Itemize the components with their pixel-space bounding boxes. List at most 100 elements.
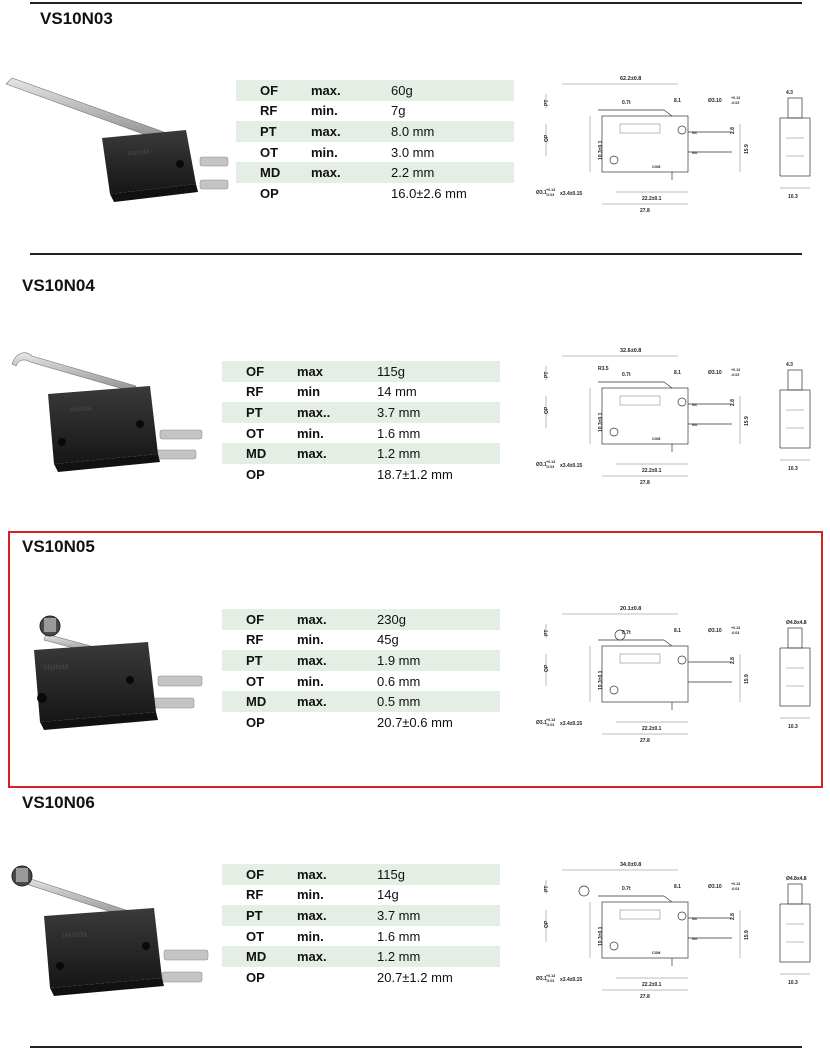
dimension-label: OP (544, 664, 550, 672)
switch-body-outline (601, 901, 689, 959)
spec-param: RF (260, 103, 278, 119)
spec-value: 0.6 mm (377, 673, 421, 689)
lever-line (663, 639, 673, 647)
dimension-label: -0.03 (731, 631, 739, 635)
spec-value: 18.7±1.2 mm (377, 466, 453, 482)
dimension-label: NO (692, 937, 698, 941)
dimension-label: 0.7t (622, 886, 631, 892)
spec-value: 8.0 mm (391, 123, 435, 139)
spec-qualifier: max.. (297, 404, 331, 420)
section-divider (30, 253, 802, 255)
dimension-label: 15.9 (744, 674, 750, 684)
spec-row-pt: PT max. 8.0 mm (236, 121, 514, 142)
dimension-label: x3.4±0.15 (560, 977, 582, 983)
dimension-label: 15.9 (744, 416, 750, 426)
spec-param: MD (246, 694, 267, 710)
selected-product-frame (8, 531, 823, 788)
spec-qualifier: min. (297, 887, 324, 903)
spec-value: 14 mm (377, 384, 417, 400)
svg-text:Hsinda: Hsinda (70, 405, 92, 414)
spec-value: 1.6 mm (377, 928, 421, 944)
spec-value: 1.9 mm (377, 652, 421, 668)
dimension-label: 10.3±0.1 (598, 140, 604, 160)
spec-param: RF (246, 384, 264, 400)
svg-text:Hsinda: Hsinda (62, 929, 88, 940)
dimension-label: +0.13 (546, 460, 555, 464)
dimension-label: +0.13 (546, 188, 555, 192)
spec-qualifier: max. (311, 123, 341, 139)
spec-param: PT (260, 123, 277, 139)
roller-outline (578, 885, 590, 897)
switch-photo-curved-lever: Hsinda (11, 352, 203, 472)
dimension-label: -0.03 (546, 465, 554, 469)
dimension-label: PT (544, 630, 550, 636)
dimension-label: 27.8 (640, 480, 650, 486)
mount-slot (609, 685, 619, 695)
spec-value: 230g (377, 611, 406, 627)
side-view-outline (779, 903, 811, 963)
dimension-label: 62.2±0.8 (620, 76, 641, 82)
dimension-label: 22.2±0.1 (642, 468, 662, 474)
spec-param: OF (260, 82, 279, 98)
spec-qualifier: min. (311, 144, 338, 160)
dimension-label: Ø3.1 (536, 190, 547, 196)
dimension-label: x3.4±0.15 (560, 721, 582, 727)
bottom-divider (30, 1046, 802, 1048)
spec-param: MD (260, 165, 281, 181)
mount-slot (609, 941, 619, 951)
lever-line (663, 109, 673, 117)
spec-value: 60g (391, 82, 413, 98)
spec-param: OT (260, 144, 279, 160)
dimension-label: Ø3.1 (536, 976, 547, 982)
spec-qualifier: min. (297, 673, 324, 689)
mount-hole (677, 125, 687, 135)
dimension-label: 8.1 (674, 884, 681, 890)
spec-value: 3.7 mm (377, 907, 421, 923)
dimension-label: 10.3 (788, 194, 798, 200)
spec-qualifier: max. (297, 866, 327, 882)
spec-param: OT (246, 673, 265, 689)
side-view-plunger (787, 627, 803, 649)
side-view-outline (779, 647, 811, 707)
switch-body-outline (601, 645, 689, 703)
svg-text:Hsinda: Hsinda (44, 661, 70, 672)
spec-param: MD (246, 446, 267, 462)
dimension-label: COM (652, 165, 660, 169)
dimension-label: -0.03 (546, 193, 554, 197)
dimension-label: NC (692, 403, 698, 407)
model-title: VS10N04 (22, 276, 95, 295)
dimension-label: Ø3.10 (708, 98, 722, 104)
dimension-label: -0.03 (731, 101, 739, 105)
spec-qualifier: max. (297, 949, 327, 965)
dimension-label: OP (544, 920, 550, 928)
dimension-label: 2.8 (730, 913, 736, 920)
dimension-label: 22.2±0.1 (642, 196, 662, 202)
spec-value: 1.6 mm (377, 425, 421, 441)
dimension-label: 10.3 (788, 466, 798, 472)
dimension-label: COM (652, 437, 660, 441)
side-view-plunger (787, 97, 803, 119)
dimension-label: 27.8 (640, 738, 650, 744)
top-divider (30, 2, 802, 4)
dimension-label: 15.9 (744, 930, 750, 940)
dimension-label: +0.13 (731, 368, 740, 372)
dimension-label: Ø3.10 (708, 628, 722, 634)
dimension-label: 0.7t (622, 100, 631, 106)
lever-line (663, 895, 673, 903)
spec-value: 20.7±1.2 mm (377, 969, 453, 985)
spec-param: OP (260, 185, 279, 201)
spec-value: 16.0±2.6 mm (391, 185, 467, 201)
window-outline (619, 653, 661, 664)
mount-hole (677, 655, 687, 665)
